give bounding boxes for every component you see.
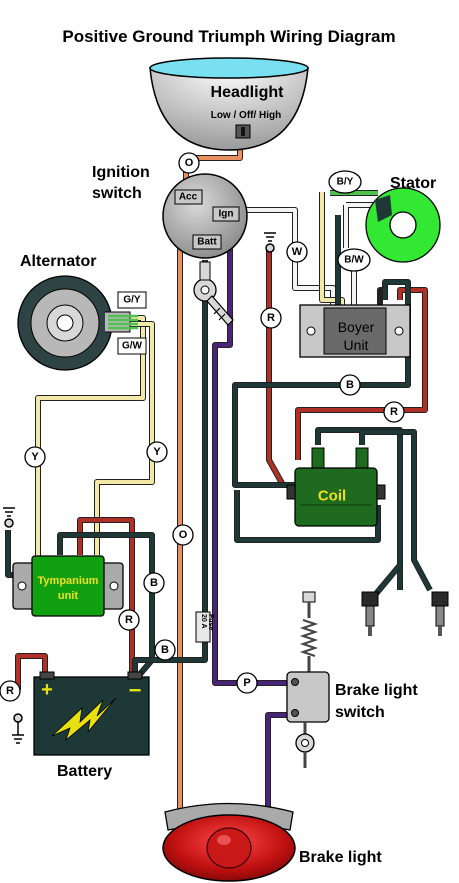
wire-purple — [212, 215, 300, 810]
wire-label-b-boyer: B — [339, 374, 361, 396]
fuse-label-line2: Fuse — [207, 614, 214, 630]
svg-text:Y: Y — [31, 451, 39, 463]
wire-label-y-right: Y — [146, 441, 168, 463]
wire-label-o-top: O — [178, 152, 200, 174]
ground-symbols — [3, 232, 276, 744]
wire-label-w: W — [286, 241, 308, 263]
boyer-unit-label-line2: Unit — [344, 337, 369, 353]
coil-label: Coil — [318, 488, 346, 505]
ignition-switch: Acc Ign Batt Ignition switch — [92, 164, 248, 326]
wire-label-b-batt: B — [154, 639, 176, 661]
brake-light-switch: Brake light switch — [286, 591, 418, 768]
wire-label-gy: G/Y — [117, 291, 147, 309]
wire-coil-plugs — [234, 427, 433, 597]
brake-light: Brake light — [162, 802, 382, 882]
alternator-label: Alternator — [20, 253, 96, 270]
wire-boyer-loops — [232, 279, 428, 488]
wire-label-r-boyer: R — [383, 401, 405, 423]
svg-text:R: R — [390, 406, 398, 418]
spark-plug-right — [431, 591, 449, 636]
svg-text:B/Y: B/Y — [337, 177, 354, 188]
wire-label-r-ign: R — [260, 307, 282, 329]
brake-switch-label-line1: Brake light — [335, 682, 418, 699]
brake-switch-label-line2: switch — [335, 704, 385, 721]
wire-labels: O O B/Y B/W W G/Y G/W R B R Y Y B R B R … — [0, 152, 405, 702]
wire-label-bw: B/W — [337, 248, 371, 272]
wire-label-by: B/Y — [328, 170, 362, 194]
fuse: 20 A Fuse — [195, 611, 214, 643]
headlight: Headlight Low / Off/ High — [149, 57, 309, 151]
wire-label-r-batt: R — [0, 680, 21, 702]
fuse-label-line1: 20 A — [200, 614, 207, 629]
ground-symbol-tympanium — [3, 507, 15, 528]
ignition-key[interactable] — [193, 261, 234, 326]
svg-text:W: W — [292, 246, 303, 258]
ground-symbol-ignition — [264, 232, 276, 253]
battery: + − Battery — [33, 671, 150, 780]
svg-text:B: B — [346, 379, 354, 391]
stator: Stator — [365, 175, 441, 263]
tympanium-label-line2: unit — [58, 590, 78, 602]
ignition-terminal-batt-label: Batt — [197, 237, 217, 248]
ignition-switch-label-line2: switch — [92, 185, 142, 202]
wire-label-b-tymp: B — [143, 572, 165, 594]
battery-label: Battery — [57, 763, 112, 780]
svg-text:Y: Y — [153, 446, 161, 458]
tympanium-label-line1: Tympanium — [38, 575, 99, 587]
ignition-terminal-batt — [192, 234, 222, 250]
wire-label-y-left: Y — [24, 446, 46, 468]
ignition-terminal-acc — [174, 189, 203, 205]
boyer-unit: Boyer Unit — [299, 304, 411, 358]
wire-white — [243, 207, 336, 305]
spark-plug-left — [361, 591, 379, 636]
wire-label-r-tymp: R — [118, 609, 140, 631]
wire-red-coil — [266, 248, 286, 487]
svg-text:P: P — [243, 677, 250, 689]
wire-label-o-mid: O — [172, 524, 194, 546]
brake-light-label: Brake light — [299, 849, 382, 866]
spark-plugs — [361, 591, 449, 636]
ignition-switch-label-line1: Ignition — [92, 164, 150, 181]
svg-text:O: O — [179, 529, 188, 541]
svg-text:G/W: G/W — [122, 341, 143, 352]
battery-negative: − — [129, 678, 142, 703]
diagram-title: Positive Ground Triumph Wiring Diagram — [62, 27, 395, 46]
svg-text:R: R — [6, 685, 14, 697]
ignition-terminal-ign — [212, 206, 240, 222]
svg-text:B: B — [150, 577, 158, 589]
wire-label-p-brake: P — [236, 672, 258, 694]
coil: Coil — [286, 447, 386, 527]
wires — [5, 142, 433, 815]
headlight-label: Headlight — [211, 84, 285, 101]
wire-label-gw: G/W — [117, 337, 147, 355]
battery-positive: + — [41, 679, 53, 701]
svg-text:B: B — [161, 644, 169, 656]
ground-symbol-battery — [12, 722, 24, 744]
svg-text:G/Y: G/Y — [123, 295, 141, 306]
tympanium-unit: Tympanium unit — [12, 555, 124, 617]
ignition-terminal-ign-label: Ign — [219, 209, 234, 220]
svg-text:B/W: B/W — [344, 255, 364, 266]
headlight-switch-positions: Low / Off/ High — [211, 110, 282, 121]
ignition-terminal-acc-label: Acc — [179, 192, 198, 203]
stator-label: Stator — [390, 175, 436, 192]
boyer-unit-label-line1: Boyer — [338, 319, 375, 335]
svg-text:R: R — [267, 312, 275, 324]
alternator: Alternator — [17, 253, 138, 371]
svg-text:R: R — [125, 614, 133, 626]
wire-battery-black — [132, 260, 208, 680]
svg-text:O: O — [185, 157, 194, 169]
